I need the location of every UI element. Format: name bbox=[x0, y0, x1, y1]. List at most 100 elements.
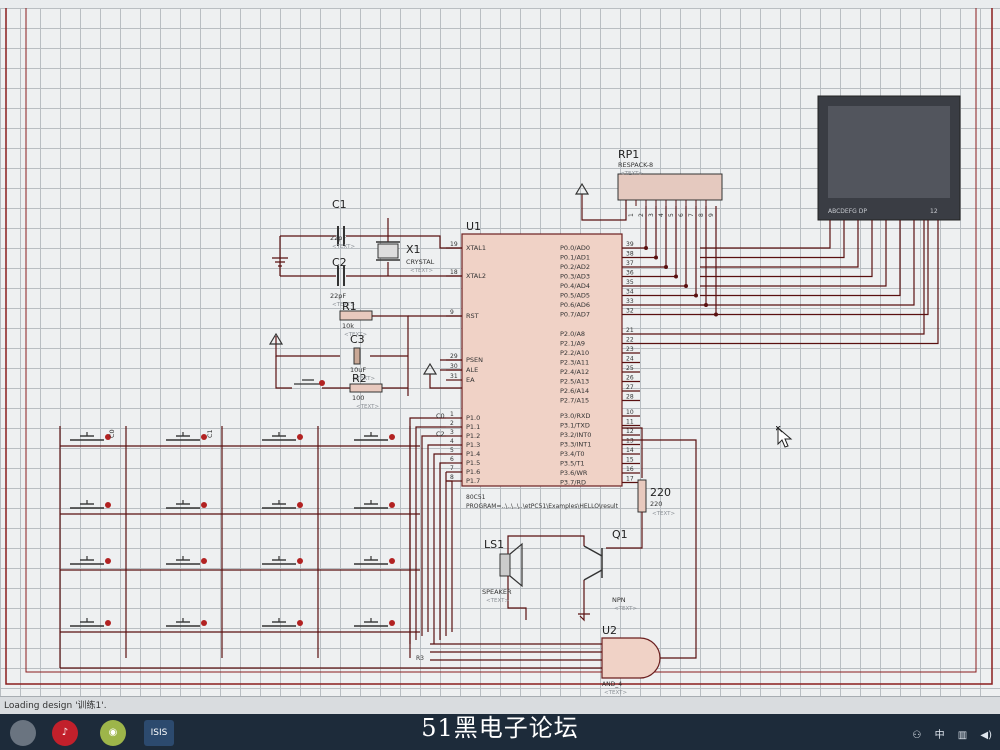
rp1-pin-number: 6 bbox=[678, 213, 685, 217]
u1-pin-name: P3.2/INT0 bbox=[560, 431, 591, 439]
r220-text: <TEXT> bbox=[652, 511, 675, 517]
u1-pin-name: XTAL2 bbox=[466, 272, 486, 280]
x1-text: <TEXT> bbox=[410, 268, 433, 274]
keypad-button[interactable] bbox=[70, 500, 111, 509]
oscillator-circuit[interactable]: C1 22pF <TEXT> C2 22pF <TEXT> X1 CRYSTAL… bbox=[272, 198, 462, 308]
schematic-canvas[interactable]: U1 80C51 PROGRAM=..\..\..\..\etPC51\Exam… bbox=[0, 8, 1000, 696]
junction-dot bbox=[644, 246, 648, 250]
p0-bus-wires bbox=[640, 206, 718, 317]
u1-pin-name: P2.3/A11 bbox=[560, 359, 589, 367]
r2-ref: R2 bbox=[352, 372, 367, 385]
u1-pin-number: 24 bbox=[626, 356, 634, 363]
display-screen bbox=[828, 106, 950, 198]
r2-text: <TEXT> bbox=[356, 404, 379, 410]
q1-ground bbox=[578, 613, 590, 622]
c2-text: <TEXT> bbox=[332, 302, 355, 308]
keypad-button[interactable] bbox=[354, 618, 395, 627]
u1-pin-number: 27 bbox=[626, 384, 634, 391]
display-seg-wire bbox=[700, 220, 845, 259]
u1-pin-name: ALE bbox=[466, 366, 478, 374]
keypad-button[interactable] bbox=[262, 618, 303, 627]
xtal1-wire bbox=[280, 235, 462, 249]
keypad-button[interactable] bbox=[166, 500, 207, 509]
c2-symbol bbox=[337, 266, 345, 286]
u1-pin-number: 12 bbox=[626, 428, 634, 435]
display-digits-label: 12 bbox=[930, 208, 938, 215]
keypad-button[interactable] bbox=[354, 500, 395, 509]
keypad-col0-label: C0 bbox=[108, 429, 116, 438]
u1-pin-name: EA bbox=[466, 376, 475, 384]
keypad-button[interactable] bbox=[354, 556, 395, 565]
keypad-button[interactable] bbox=[262, 432, 303, 441]
network-icon[interactable]: ▥ bbox=[957, 730, 968, 741]
c3-text: <TEXT> bbox=[352, 376, 375, 382]
rp1-pin-number: 3 bbox=[648, 213, 655, 217]
u1-pin-number: 17 bbox=[626, 476, 634, 483]
person-icon[interactable]: ⚇ bbox=[912, 730, 922, 741]
u1-pin-name: P2.2/A10 bbox=[560, 349, 589, 357]
rp1-body bbox=[617, 173, 723, 201]
keypad-button[interactable] bbox=[70, 618, 111, 627]
u1-mcu[interactable]: U1 80C51 PROGRAM=..\..\..\..\etPC51\Exam… bbox=[446, 220, 640, 510]
rp1-value: RESPACK-8 bbox=[618, 161, 653, 169]
start-orb-icon[interactable] bbox=[10, 720, 36, 746]
reset-circuit[interactable]: R1 10k <TEXT> C3 10uF <TEXT> R2 100 <TEX… bbox=[268, 300, 462, 410]
u2-body bbox=[601, 637, 661, 679]
display-seg-wire bbox=[700, 220, 859, 268]
keypad-matrix[interactable] bbox=[70, 432, 395, 627]
keypad-button[interactable] bbox=[166, 556, 207, 565]
u2-text: <TEXT> bbox=[604, 690, 627, 696]
ime-icon[interactable]: 中 bbox=[934, 730, 945, 741]
x1-value: CRYSTAL bbox=[406, 258, 435, 266]
u1-pin-name: P0.4/AD4 bbox=[560, 282, 590, 290]
seven-segment-display[interactable]: ABCDEFG DP 12 bbox=[817, 95, 961, 221]
sheet-inner-border bbox=[25, 8, 977, 673]
keypad-button[interactable] bbox=[262, 500, 303, 509]
p0-wire bbox=[640, 206, 687, 287]
u1-pin-name: P3.6/WR bbox=[560, 469, 588, 477]
u1-pin-number: 36 bbox=[626, 270, 634, 277]
u1-pin-name: P3.7/RD bbox=[560, 479, 586, 487]
c3-symbol bbox=[353, 347, 361, 365]
u1-pin-name: P0.0/AD0 bbox=[560, 244, 590, 252]
u1-pin-number: 1 bbox=[450, 411, 454, 418]
keypad-button[interactable] bbox=[262, 556, 303, 565]
display-seg-wire bbox=[700, 220, 901, 297]
u1-part: 80C51 bbox=[466, 494, 486, 501]
u1-pin-number: 37 bbox=[626, 260, 634, 267]
keypad-bus-wires bbox=[59, 417, 453, 668]
netease-music-icon[interactable]: ♪ bbox=[52, 720, 78, 746]
keypad-button[interactable] bbox=[166, 618, 207, 627]
u1-pin-name: P3.5/T1 bbox=[560, 460, 585, 468]
u1-pin-name: P3.4/T0 bbox=[560, 450, 585, 458]
u1-pin-number: 16 bbox=[626, 466, 634, 473]
u1-pin-number: 25 bbox=[626, 365, 634, 372]
u1-right-pins: 39P0.0/AD038P0.1/AD137P0.2/AD236P0.3/AD3… bbox=[560, 241, 640, 487]
u1-pin-number: 18 bbox=[450, 269, 458, 276]
keypad-button[interactable] bbox=[354, 432, 395, 441]
u1-pin-number: 6 bbox=[450, 456, 454, 463]
keypad-button[interactable] bbox=[70, 556, 111, 565]
rp1-pin-number: 8 bbox=[698, 213, 705, 217]
ls1-symbol bbox=[499, 553, 511, 577]
u1-pin-number: 33 bbox=[626, 298, 634, 305]
q1-text: <TEXT> bbox=[614, 606, 637, 612]
c3-ref: C3 bbox=[350, 333, 365, 346]
speaker-driver[interactable]: 220 220 <TEXT> Q1 NPN <TEXT> LS1 SPEAKER… bbox=[482, 427, 675, 622]
isis-app-button[interactable]: ISIS bbox=[144, 720, 174, 746]
display-seg-wire bbox=[700, 220, 887, 287]
c1-ref: C1 bbox=[332, 198, 347, 211]
net-c2: C2 bbox=[436, 430, 445, 438]
keypad-button[interactable] bbox=[166, 432, 207, 441]
watermark-text: 51黑电子论坛 bbox=[421, 714, 579, 742]
r1-text: <TEXT> bbox=[344, 332, 367, 338]
volume-icon[interactable]: ◀) bbox=[980, 730, 992, 741]
u1-pin-name: P0.5/AD5 bbox=[560, 292, 590, 300]
c1-value: 22pF bbox=[330, 234, 346, 242]
u1-pin-number: 26 bbox=[626, 375, 634, 382]
u2-and-gate[interactable]: U2 AND_4 <TEXT> R3 bbox=[60, 439, 697, 696]
u1-pin-number: 2 bbox=[450, 420, 454, 427]
keypad-button[interactable] bbox=[70, 432, 111, 441]
chrome-icon[interactable]: ◉ bbox=[100, 720, 126, 746]
